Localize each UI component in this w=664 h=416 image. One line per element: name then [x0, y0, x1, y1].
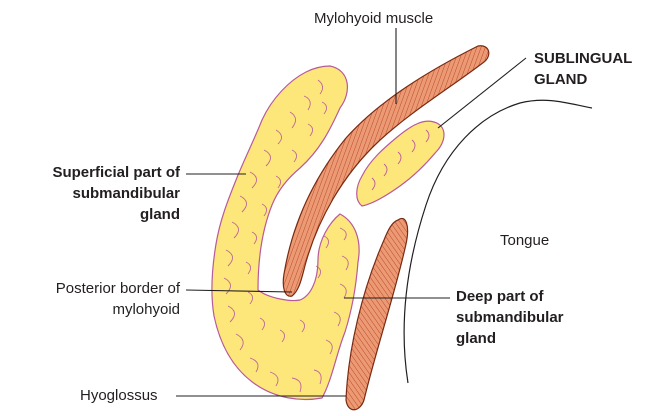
label-superficial-line2: submandibular [6, 183, 180, 204]
label-sublingual-gland: SUBLINGUAL GLAND [534, 48, 632, 90]
label-sublingual-line2: GLAND [534, 69, 632, 90]
superficial-part-shape [212, 66, 359, 399]
label-deep-part: Deep part of submandibular gland [456, 286, 564, 349]
label-deep-line2: submandibular [456, 307, 564, 328]
label-superficial-line3: gland [6, 204, 180, 225]
label-sublingual-line1: SUBLINGUAL [534, 48, 632, 69]
label-hyoglossus: Hyoglossus [80, 385, 158, 406]
label-superficial-part: Superficial part of submandibular gland [6, 162, 180, 225]
label-deep-line1: Deep part of [456, 286, 564, 307]
label-posterior-line1: Posterior border of [4, 278, 180, 299]
label-deep-line3: gland [456, 328, 564, 349]
label-posterior-border: Posterior border of mylohyoid [4, 278, 180, 320]
label-mylohyoid-muscle: Mylohyoid muscle [314, 8, 433, 29]
submandibular-gland [212, 66, 359, 399]
label-posterior-line2: mylohyoid [4, 299, 180, 320]
label-superficial-line1: Superficial part of [6, 162, 180, 183]
label-tongue: Tongue [500, 230, 549, 251]
